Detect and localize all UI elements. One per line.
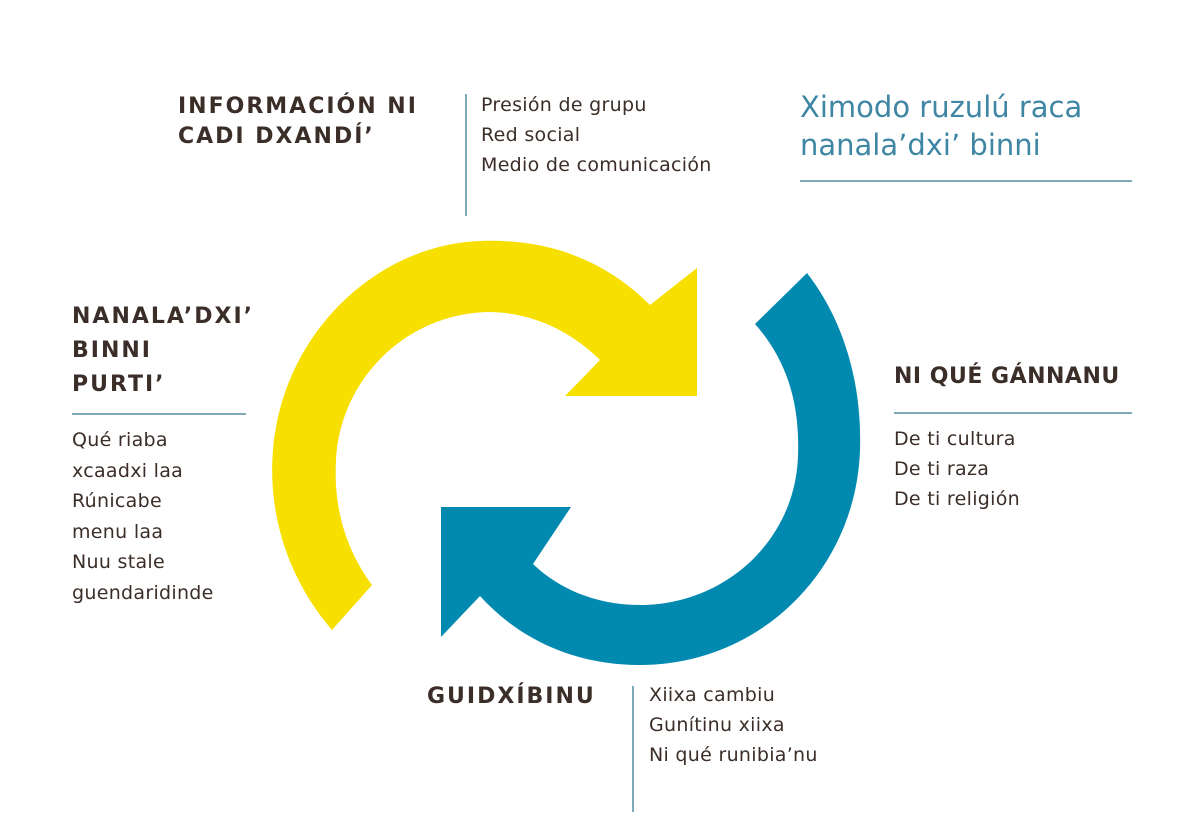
list-item: Rúnicabe — [72, 490, 162, 512]
guidxibinu-divider — [632, 686, 634, 812]
nanaladxi-heading-line2: BINNI — [72, 338, 152, 363]
list-item: Medio de comunicación — [481, 154, 712, 176]
informacion-heading-line2: CADI DXANDÍ’ — [178, 124, 375, 149]
informacion-heading-line1: INFORMACIÓN NI — [178, 94, 418, 119]
list-item: Qué riaba — [72, 429, 168, 451]
title-underline — [800, 180, 1132, 182]
guidxibinu-list: Xiixa cambiu Gunítinu xiixa Ni qué runib… — [649, 680, 818, 770]
informacion-divider — [465, 94, 467, 216]
list-item: De ti cultura — [894, 428, 1016, 450]
page-title-line1: Ximodo ruzulú raca — [800, 90, 1083, 124]
list-item: Red social — [481, 124, 581, 146]
list-item: De ti religión — [894, 488, 1020, 510]
page-title-line2: nanala’dxi’ binni — [800, 128, 1041, 162]
nanaladxi-list: Qué riaba xcaadxi laa Rúnicabe menu laa … — [72, 425, 214, 608]
list-item: De ti raza — [894, 458, 990, 480]
informacion-list: Presión de grupu Red social Medio de com… — [481, 90, 712, 180]
nique-heading: NI QUÉ GÁNNANU — [894, 364, 1120, 389]
page-title: Ximodo ruzulú raca nanala’dxi’ binni — [800, 88, 1082, 164]
list-item: menu laa — [72, 520, 164, 543]
list-item: Nuu stale — [72, 551, 165, 573]
list-item: guendaridinde — [72, 581, 214, 604]
list-item: xcaadxi laa — [72, 459, 184, 482]
nanaladxi-divider — [72, 413, 246, 415]
yellow-cycle-arrow — [272, 240, 697, 630]
nanaladxi-heading-line3: PURTI’ — [72, 372, 166, 397]
list-item: Gunítinu xiixa — [649, 714, 785, 736]
blue-cycle-arrow — [441, 273, 861, 665]
nique-list: De ti cultura De ti raza De ti religión — [894, 424, 1020, 514]
informacion-heading: INFORMACIÓN NI CADI DXANDÍ’ — [178, 92, 418, 152]
nanaladxi-heading: NANALA’DXI’ BINNI PURTI’ — [72, 300, 254, 402]
nique-divider — [894, 412, 1132, 414]
nanaladxi-heading-line1: NANALA’DXI’ — [72, 304, 255, 329]
list-item: Xiixa cambiu — [649, 684, 776, 706]
list-item: Ni qué runibia’nu — [649, 744, 818, 766]
guidxibinu-heading: GUIDXÍBINU — [427, 684, 596, 709]
list-item: Presión de grupu — [481, 94, 647, 116]
